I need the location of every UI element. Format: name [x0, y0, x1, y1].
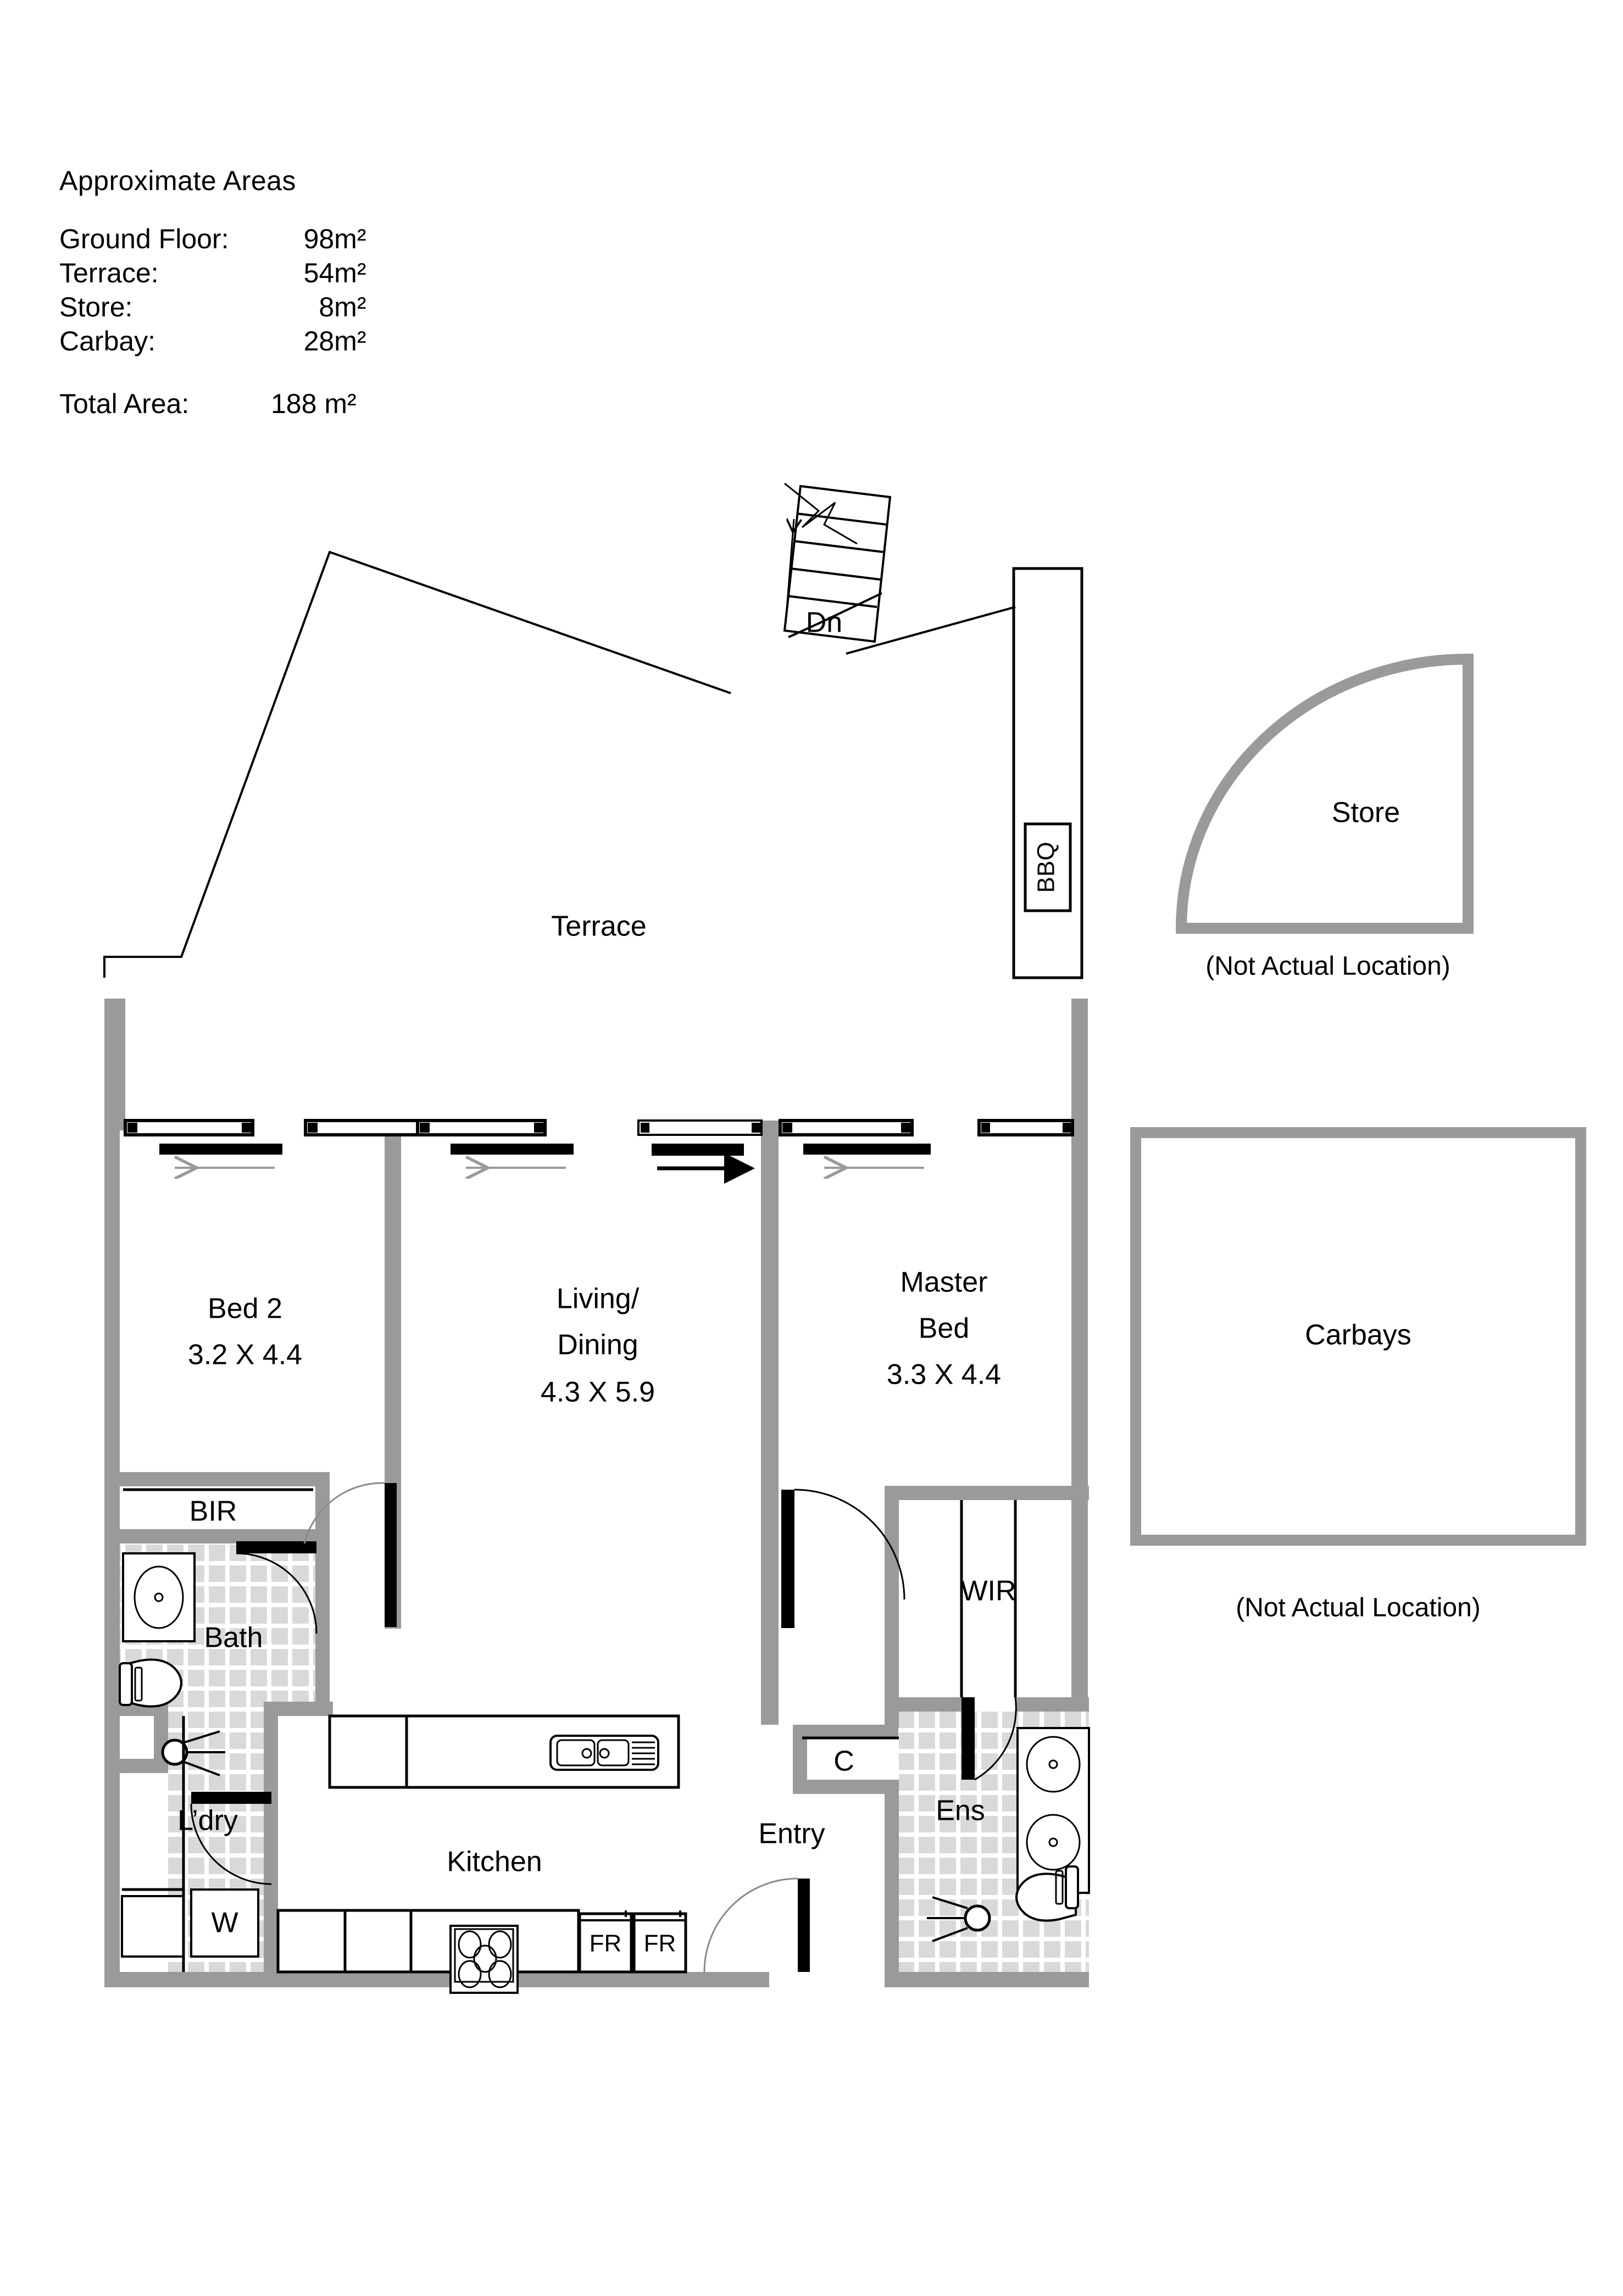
sliding-door-living-left[interactable] — [304, 1119, 435, 1136]
stairs-label: Dn — [806, 607, 842, 639]
bath-tile-link — [168, 1702, 264, 1718]
living-hall-door[interactable] — [303, 1482, 397, 1627]
ens-toilet-icon — [1015, 1865, 1079, 1922]
room-dim-master-bed: 3.3 X 4.4 — [887, 1359, 1001, 1391]
room-dim-living-dining: 4.3 X 5.9 — [541, 1377, 655, 1408]
fridge-1 — [578, 1910, 633, 1974]
sliding-door-master-left[interactable] — [637, 1119, 763, 1184]
ldry-trough — [121, 1895, 185, 1958]
bath-toilet-icon — [119, 1658, 182, 1708]
ldry-bench-edge — [122, 1716, 185, 1972]
areas-table: Ground Floor: 98m² Terrace: 54m² Store: … — [59, 223, 366, 359]
carbays-not-actual-location-note: (Not Actual Location) — [1236, 1593, 1481, 1623]
sliding-doors-row — [124, 1119, 1074, 1184]
bath-basin-drain — [154, 1592, 164, 1602]
carbays-label: Carbays — [1305, 1319, 1411, 1351]
fridge-1-label: FR — [590, 1930, 622, 1957]
washer-label: W — [211, 1907, 238, 1939]
area-value-terrace: 54m² — [303, 258, 366, 288]
bbq-bench — [1012, 567, 1083, 979]
room-label-master-bed-line1: Master — [901, 1267, 988, 1299]
total-area-row: Total Area: 188 m² — [59, 388, 366, 420]
dwelling-walls — [104, 999, 1089, 1987]
sliding-door-master-right[interactable] — [779, 1119, 931, 1168]
carbays-shape — [1130, 1127, 1586, 1546]
total-area-value: 188 m² — [271, 388, 357, 419]
ldry-label: L’dry — [177, 1805, 238, 1837]
store-shape — [1175, 653, 1474, 934]
kitchen-upper-bench — [328, 1714, 680, 1789]
areas-title: Approximate Areas — [59, 165, 296, 196]
table-row: Carbay: 28m² — [59, 325, 366, 359]
table-row: Store: 8m² — [59, 291, 366, 325]
sliding-door-bed2[interactable] — [124, 1119, 282, 1168]
fridge-2-label: FR — [644, 1930, 676, 1957]
washing-machine — [190, 1888, 259, 1958]
window-master-right — [977, 1119, 1074, 1136]
ens-basin-2 — [1026, 1814, 1081, 1871]
ldry-appliances — [121, 1888, 259, 1958]
area-label-carbay: Carbay: — [59, 326, 156, 356]
area-value-ground-floor: 98m² — [303, 224, 366, 254]
kitchen-lower-bench — [276, 1909, 580, 1994]
total-area-label: Total Area: — [59, 388, 190, 419]
terrace-label: Terrace — [551, 911, 646, 943]
ens-shower-rose-icon — [927, 1896, 991, 1942]
area-value-store: 8m² — [319, 292, 366, 322]
ens-basin-1 — [1026, 1736, 1081, 1793]
entry-door[interactable] — [703, 1877, 810, 1972]
wir-door[interactable] — [961, 1697, 1017, 1781]
room-label-living-dining-line2: Dining — [557, 1329, 638, 1361]
room-label-master-bed-line2: Bed — [919, 1313, 970, 1345]
table-row: Ground Floor: 98m² — [59, 223, 366, 257]
shower-rose-icon — [161, 1730, 225, 1776]
bath-basin — [134, 1565, 184, 1629]
master-bed-door[interactable] — [781, 1489, 905, 1628]
closet-c-label: C — [833, 1746, 854, 1777]
ens-vanity — [1016, 1727, 1090, 1894]
bir-label: BIR — [190, 1496, 237, 1528]
wir-label: WIR — [960, 1575, 1016, 1607]
cooktop-icon — [449, 1925, 519, 1994]
table-row: Terrace: 54m² — [59, 257, 366, 291]
ens-label: Ens — [936, 1795, 985, 1827]
store-label: Store — [1332, 797, 1400, 829]
bath-label: Bath — [204, 1622, 263, 1654]
area-label-ground-floor: Ground Floor: — [59, 224, 229, 254]
room-label-living-dining-line1: Living/ — [557, 1283, 640, 1315]
area-value-carbay: 28m² — [303, 326, 366, 356]
area-label-store: Store: — [59, 292, 133, 322]
bath-door[interactable] — [236, 1541, 318, 1634]
sliding-door-living-right[interactable] — [416, 1119, 574, 1168]
approximate-areas-block: Approximate Areas Ground Floor: 98m² Ter… — [59, 165, 366, 420]
kitchen-label: Kitchen — [447, 1846, 542, 1878]
store-not-actual-location-note: (Not Actual Location) — [1205, 952, 1450, 981]
room-label-bed2: Bed 2 — [208, 1293, 282, 1325]
room-dim-bed2: 3.2 X 4.4 — [188, 1339, 302, 1371]
bbq-label: BBQ — [1033, 842, 1060, 893]
entry-label: Entry — [758, 1818, 825, 1850]
fridge-2 — [632, 1910, 687, 1974]
ens-fixtures — [927, 1727, 1090, 1942]
stairs-down — [783, 482, 892, 643]
ldry-door[interactable] — [190, 1792, 272, 1885]
bath-fixtures — [119, 1552, 196, 1708]
wir-robes — [960, 1500, 1017, 1697]
area-label-terrace: Terrace: — [59, 258, 159, 288]
kitchen-sink-icon — [549, 1735, 659, 1771]
